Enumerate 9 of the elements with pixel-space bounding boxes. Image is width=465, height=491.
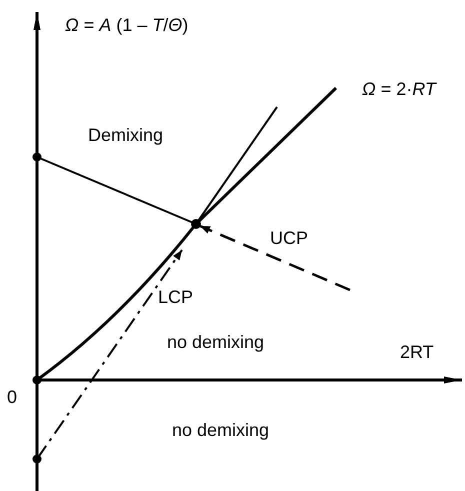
point-label: UCP <box>270 228 308 248</box>
point-label: LCP <box>158 287 194 307</box>
line-label: Ω = 2·RT <box>362 79 436 99</box>
region-label: Demixing <box>88 125 164 145</box>
region-label: no demixing <box>172 420 270 440</box>
axis-label: 2RT <box>400 342 434 362</box>
origin-label: 0 <box>7 387 18 407</box>
axis-label: Ω = A (1 – T/Θ) <box>65 15 188 35</box>
region-label: no demixing <box>167 332 264 352</box>
